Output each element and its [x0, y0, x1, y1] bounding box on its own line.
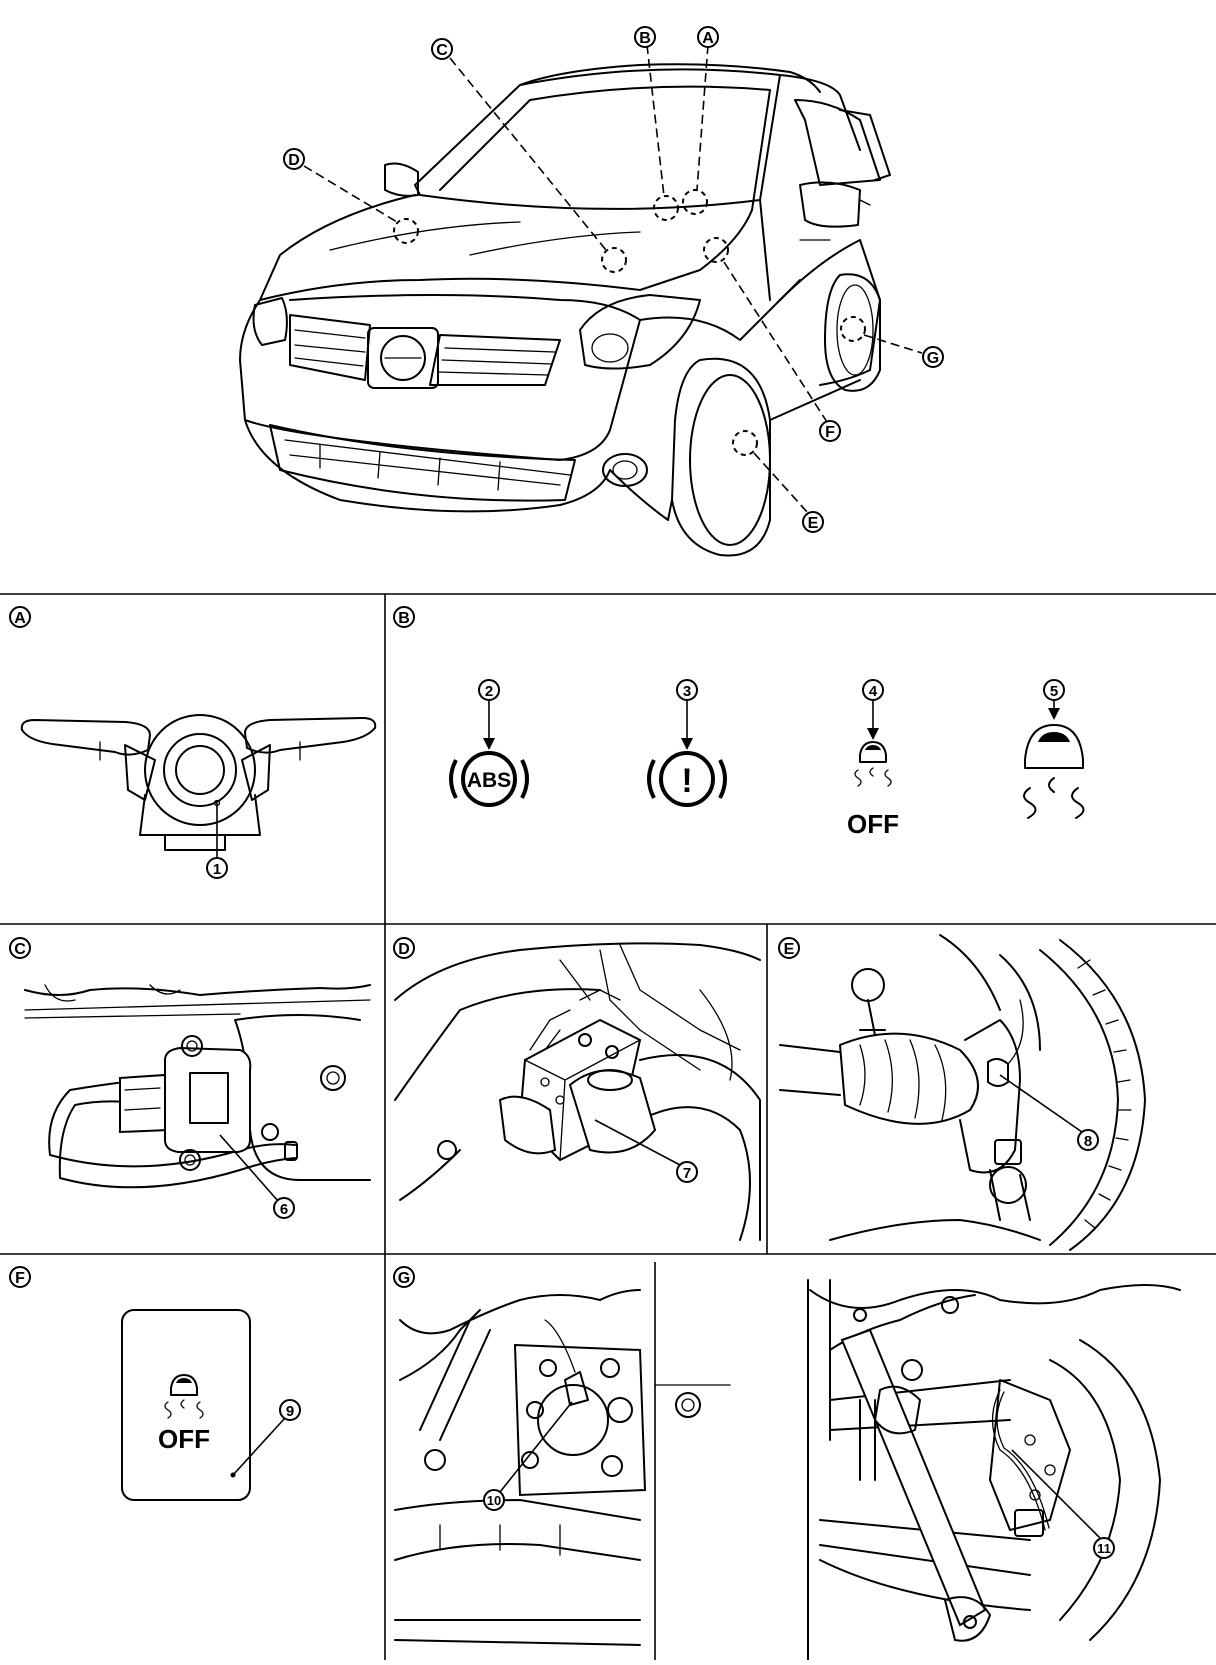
vehicle-body-outline: [239, 63, 891, 557]
part-callout-8: 8: [1077, 1129, 1099, 1151]
location-circle-g: [840, 316, 866, 342]
svg-text:E: E: [784, 941, 795, 958]
svg-text:G: G: [398, 1270, 410, 1287]
location-circle-d: [393, 218, 419, 244]
part-callout-1: 1: [206, 857, 228, 879]
location-circle-a: [682, 189, 708, 215]
combination-switch-drawing: [20, 714, 377, 851]
callout-a: A: [697, 26, 719, 48]
svg-text:F: F: [825, 424, 835, 441]
panel-d-abs-actuator: D 7: [393, 937, 761, 1241]
svg-text:11: 11: [1097, 1541, 1111, 1556]
detail-grid-lines: [0, 593, 1216, 1660]
panel-g-rear-wheel-sensor: G 10: [393, 1262, 1181, 1661]
vdc-off-indicator: 4 OFF: [847, 679, 899, 839]
svg-text:4: 4: [869, 683, 878, 700]
panel-g-label: G: [393, 1266, 415, 1288]
svg-text:C: C: [14, 941, 26, 958]
svg-text:6: 6: [280, 1201, 288, 1218]
location-circle-e: [732, 430, 758, 456]
svg-text:8: 8: [1084, 1133, 1092, 1150]
vehicle-overview: A B C D E F G: [239, 26, 944, 557]
svg-text:5: 5: [1050, 683, 1058, 700]
part-callout-11: 11: [1093, 1537, 1115, 1559]
panel-c-label: C: [9, 937, 31, 959]
svg-text:G: G: [927, 350, 939, 367]
location-circle-c: [601, 247, 627, 273]
callout-d: D: [283, 148, 305, 170]
brake-warning-lamp: 3 !: [647, 679, 727, 807]
svg-text:B: B: [398, 610, 410, 627]
callout-f: F: [819, 420, 841, 442]
svg-text:!: !: [681, 762, 692, 800]
panel-b-warning-lamps: B 2 ABS 3 ! 4: [393, 606, 1085, 839]
panel-a-label: A: [9, 606, 31, 628]
panel-e-front-wheel-sensor: E 8: [778, 934, 1146, 1251]
callout-e: E: [802, 511, 824, 533]
svg-text:7: 7: [683, 1165, 691, 1182]
panel-d-label: D: [393, 937, 415, 959]
svg-text:A: A: [702, 30, 714, 47]
svg-text:A: A: [14, 610, 26, 627]
svg-text:9: 9: [286, 1403, 294, 1420]
svg-text:D: D: [398, 941, 410, 958]
part-callout-9: 9: [279, 1399, 301, 1421]
svg-text:3: 3: [683, 683, 691, 700]
panel-b-label: B: [393, 606, 415, 628]
svg-text:B: B: [639, 30, 651, 47]
svg-text:C: C: [436, 42, 448, 59]
panel-c-yaw-rate-sensor: C 6: [9, 937, 371, 1219]
callout-g: G: [922, 346, 944, 368]
part-callout-7: 7: [676, 1161, 698, 1183]
svg-text:E: E: [808, 515, 819, 532]
part-callout-6: 6: [273, 1197, 295, 1219]
panel-e-label: E: [778, 937, 800, 959]
panel-f-vdc-off-switch: F OFF 9: [9, 1266, 301, 1501]
vdc-off-switch-symbol: OFF: [158, 1374, 210, 1454]
svg-text:1: 1: [213, 861, 221, 878]
svg-text:10: 10: [487, 1493, 501, 1508]
panel-f-label: F: [9, 1266, 31, 1288]
abs-warning-lamp: 2 ABS: [449, 679, 529, 807]
callout-b: B: [634, 26, 656, 48]
svg-text:2: 2: [485, 683, 493, 700]
location-circle-f: [703, 237, 729, 263]
svg-text:D: D: [288, 152, 300, 169]
location-circle-b: [653, 195, 679, 221]
svg-text:ABS: ABS: [467, 769, 511, 792]
slip-indicator-lamp: 5: [1023, 679, 1085, 819]
callout-c: C: [431, 38, 453, 60]
panel-a-steering-angle-sensor: A 1: [9, 606, 377, 879]
svg-text:OFF: OFF: [158, 1424, 210, 1454]
svg-text:OFF: OFF: [847, 809, 899, 839]
part-callout-10: 10: [483, 1489, 505, 1511]
svg-text:F: F: [15, 1270, 25, 1287]
